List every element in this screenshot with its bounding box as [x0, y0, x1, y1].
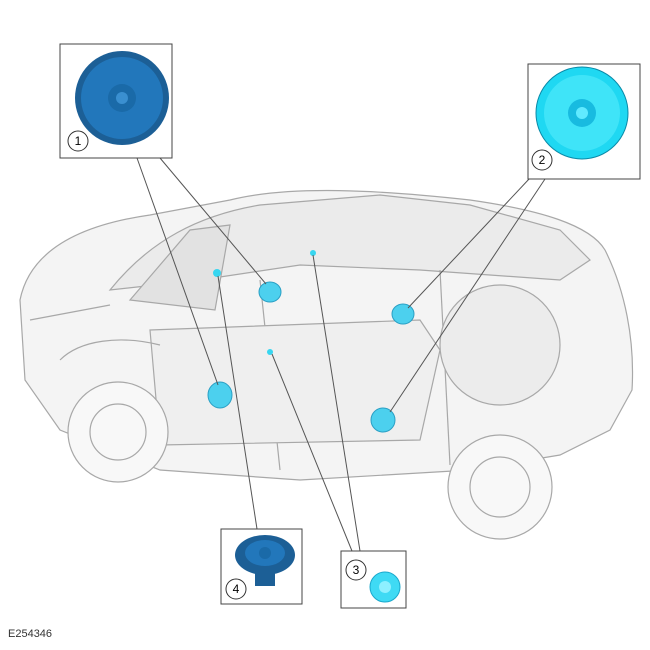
callout-3: 3	[340, 550, 407, 609]
dash-speaker[interactable]	[213, 269, 221, 277]
tweeter-lower[interactable]	[267, 349, 273, 355]
installed-speakers	[207, 250, 415, 433]
rear-door-upper-speaker[interactable]	[391, 303, 415, 325]
tweeter-upper[interactable]	[310, 250, 316, 256]
callout-4: 4	[220, 528, 303, 605]
rear-door-lower-speaker[interactable]	[370, 407, 396, 433]
leader-lines	[136, 157, 546, 552]
callout-number-2: 2	[539, 153, 546, 167]
callout-2: 2	[527, 63, 641, 180]
callout-number-3: 3	[353, 563, 360, 577]
vehicle-outline	[19, 189, 634, 540]
figure-reference: E254346	[8, 628, 53, 640]
front-door-upper-speaker[interactable]	[258, 281, 282, 303]
front-door-lower-speaker[interactable]	[207, 381, 233, 409]
callout-1: 1	[59, 43, 173, 159]
callout-number-1: 1	[75, 134, 82, 148]
callout-number-4: 4	[233, 582, 240, 596]
